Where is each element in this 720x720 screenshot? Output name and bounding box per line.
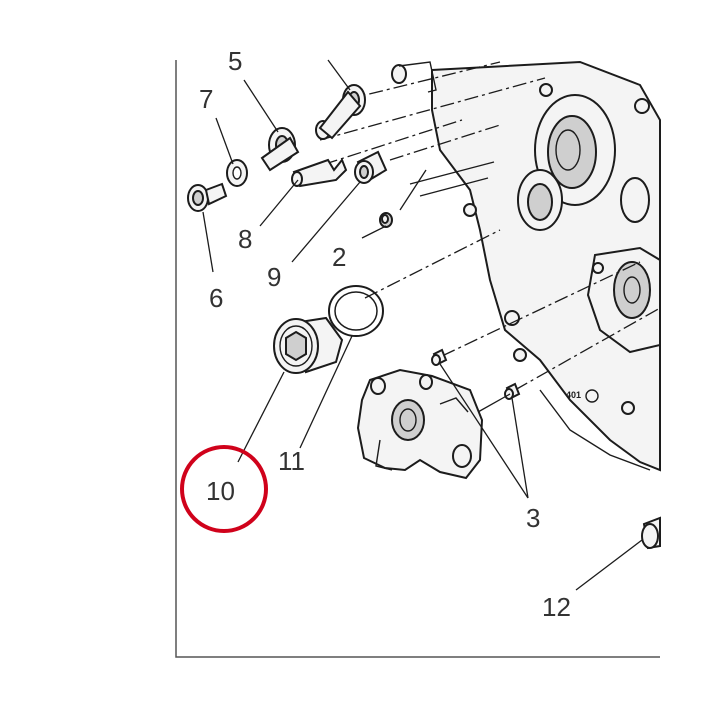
cover-bolt-boss (592, 262, 604, 274)
callout-2: 2 (332, 242, 346, 272)
callout-11: 11 (278, 446, 305, 476)
part-10-cap (273, 316, 344, 374)
water-pump-housing (356, 368, 484, 480)
cover-bolt-boss (634, 98, 650, 114)
cover-stamp: 401 (566, 390, 581, 400)
cover-bolt-boss (513, 348, 527, 362)
cover-port (527, 183, 553, 221)
part-9-bearing (354, 150, 388, 184)
leader-lines (202, 59, 643, 591)
cover-bolt-boss (463, 203, 477, 217)
cover-lower-bore (586, 246, 661, 354)
part-7-washer (226, 159, 248, 187)
callout-8: 8 (238, 224, 252, 254)
engine-cover: 401 (431, 60, 661, 472)
callout-3: 3 (526, 503, 540, 533)
cap-hex-socket (285, 330, 307, 362)
part-6-bolt (187, 182, 228, 212)
part-8-pin (291, 158, 348, 188)
cover-port (620, 177, 650, 223)
cover-stamp-mark (585, 389, 599, 403)
part-2-plug (379, 212, 393, 228)
part-3-dowel (504, 382, 521, 400)
callout-12: 12 (542, 592, 571, 622)
callout-9: 9 (267, 262, 281, 292)
callout-6: 6 (209, 283, 223, 313)
part-5-fitting-upper (318, 61, 437, 140)
part-11-o-ring (328, 285, 384, 337)
cover-bolt-boss (539, 83, 553, 97)
part-12-bolt (641, 516, 661, 550)
callout-10: 10 (206, 476, 235, 506)
highlight-ring-part-10 (180, 445, 268, 533)
callout-7: 7 (199, 84, 213, 114)
callout-5: 5 (228, 46, 242, 76)
part-3-dowel (431, 348, 448, 366)
cover-bolt-boss (621, 401, 635, 415)
diagram-frame (175, 60, 660, 658)
